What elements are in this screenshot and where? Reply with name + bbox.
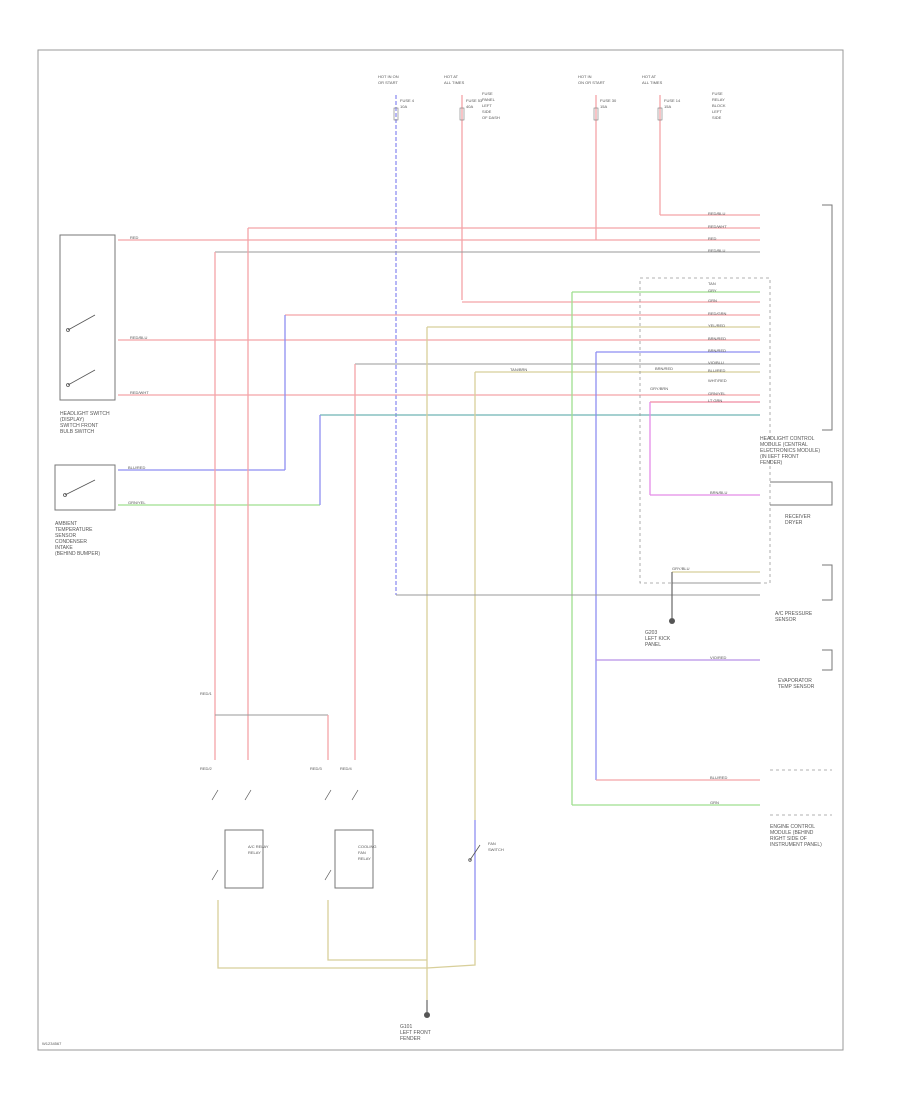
module-pin-label: BRN/RED	[708, 336, 726, 341]
fuse-1-symbol	[393, 107, 399, 121]
diagram-id: W1234567	[42, 1041, 62, 1046]
relay-tag-1: RED/1	[200, 691, 213, 696]
headlight-switch-contacts	[66, 314, 96, 387]
wire-tag-w11: VIO/RED	[710, 655, 727, 660]
wire-tags: RED RED/BLU RED/WHT BLU/RED GRN/YEL TAN/…	[128, 235, 727, 805]
wires-group	[118, 95, 760, 1000]
module-dashed-outline	[639, 277, 771, 584]
relay-tags: RED/1 RED/2 RED/3 RED/4	[200, 691, 353, 771]
fuse-2-symbol	[459, 107, 465, 121]
ambient-sensor-contact	[63, 479, 96, 497]
wire-ground-bus	[217, 900, 476, 969]
module-pin-label: RED/BLU	[708, 248, 725, 253]
ambient-sensor-box	[54, 464, 116, 511]
relay-tag-3: RED/3	[310, 766, 323, 771]
wire-tag-w7: BRN/RED	[655, 366, 673, 371]
ground-g101-symbol	[424, 1012, 430, 1018]
wire-tag-w9: BRN/BLU	[710, 490, 727, 495]
module-pin-label: BRN/RED	[708, 348, 726, 353]
module-pin-label: RED/BLU	[708, 211, 725, 216]
wire-tag-w4: BLU/RED	[128, 465, 145, 470]
module-pin-label: YEL/RED	[708, 323, 725, 328]
module-pin-label: BLU/RED	[708, 368, 725, 373]
evap-sensor-bracket	[822, 649, 833, 671]
ground-g203-symbol	[669, 618, 675, 624]
module-pin-label: GRN/YEL	[708, 391, 726, 396]
wire-tag-w6: TAN/BRN	[510, 367, 527, 372]
wire-tag-w12: BLU/RED	[710, 775, 727, 780]
module-pin-label: LT GRN	[708, 398, 722, 403]
fuse-3-symbol	[593, 107, 599, 121]
relay1-box	[224, 829, 264, 889]
wire-tag-w2: RED/BLU	[130, 335, 147, 340]
fuse-4-symbol	[657, 107, 663, 121]
diagram-frame	[37, 49, 844, 1051]
control-module-bracket	[822, 204, 833, 431]
module-pin-label: GRY	[708, 288, 717, 293]
module-pin-label: VIO/BLU	[708, 360, 724, 365]
module-pin-label: GRN	[708, 298, 717, 303]
relay-contacts	[211, 789, 359, 881]
module-pin-label: RED	[708, 236, 717, 241]
module-pins-group: RED/BLU RED/WHT RED RED/BLU TAN GRY GRN RED/GRN…	[708, 211, 727, 403]
module-pin-label: RED/WHT	[708, 224, 727, 229]
headlight-switch-box	[59, 234, 116, 401]
pressure-sensor-bracket	[822, 564, 833, 601]
wire-tag-w3: RED/WHT	[130, 390, 149, 395]
relay-tag-4: RED/4	[340, 766, 353, 771]
wire-tag-w5: GRN/YEL	[128, 500, 146, 505]
wire-ground-bus-2	[327, 900, 427, 961]
fan-switch-contact	[468, 844, 481, 862]
wire-tag-w13: GRN	[710, 800, 719, 805]
receiver-dryer-bracket	[770, 481, 833, 506]
module-pin-label: TAN	[708, 281, 716, 286]
wire-tag-w1: RED	[130, 235, 139, 240]
wire-tag-w8: GRY/BRN	[650, 386, 668, 391]
module-pin-label: RED/GRN	[708, 311, 727, 316]
relay2-box	[334, 829, 374, 889]
relay-tag-2: RED/2	[200, 766, 213, 771]
wire-tag-w6b: GRY/BLU	[672, 566, 690, 571]
module-pin-label: WHT/RED	[708, 378, 727, 383]
